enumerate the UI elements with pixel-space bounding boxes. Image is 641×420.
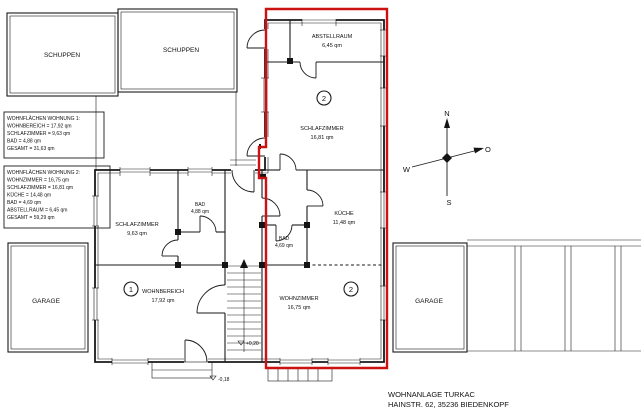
garage-right: [392, 242, 468, 353]
door-arc: [199, 215, 217, 233]
area-table-1-line: WOHNFLÄCHEN WOHNUNG 1:: [7, 115, 80, 122]
area-table-2-line: KÜCHE = 14,48 qm: [7, 192, 51, 199]
compass-arrow-east: [473, 147, 484, 154]
room-area-wohnbereich: 17,92 qm: [152, 298, 175, 304]
compass-rose: N O S W: [403, 109, 491, 207]
area-table-2-line: WOHNZIMMER = 16,75 qm: [7, 178, 69, 184]
windows: [92, 19, 387, 365]
door-arc: [246, 29, 266, 49]
room-label-schuppen-left: SCHUPPEN: [44, 52, 80, 59]
compass-arrow-north: [444, 118, 450, 128]
room-area-schlafzimmer-2: 16,81 qm: [311, 135, 334, 141]
garage-bays: [467, 239, 641, 352]
area-table-2-line: SCHLAFZIMMER = 16,81 qm: [7, 185, 73, 191]
compass-label-west: W: [403, 165, 411, 174]
door-arc: [161, 239, 179, 257]
room-label-kueche: KÜCHE: [334, 210, 354, 217]
area-table-wohnung-2: WOHNFLÄCHEN WOHNUNG 2: WOHNZIMMER = 16,7…: [3, 165, 111, 229]
door-arc: [231, 169, 255, 193]
stair-direction-arrow: [240, 259, 248, 268]
building-outline: [94, 19, 385, 363]
room-label-garage-left: GARAGE: [32, 298, 60, 305]
title-address: HAINSTR. 62, 35236 BIEDENKOPF: [388, 400, 509, 409]
area-table-wohnung-1: WOHNFLÄCHEN WOHNUNG 1: WOHNBEREICH = 17,…: [3, 111, 105, 159]
door-arc: [184, 339, 208, 363]
unit-marker-1: 1: [129, 285, 133, 294]
area-table-2-line: ABSTELLRAUM = 6,45 qm: [7, 208, 67, 214]
door-arc: [275, 224, 293, 242]
unit-markers: 1 2 2: [123, 90, 359, 297]
room-labels: SCHUPPEN SCHUPPEN ABSTELLRAUM 6,45 qm SC…: [32, 34, 443, 311]
room-label-wohnzimmer: WOHNZIMMER: [279, 296, 318, 302]
level-entrance: -0,18: [218, 377, 230, 383]
wall-pillars: [175, 58, 310, 268]
room-label-bad-2: BAD: [279, 236, 290, 242]
door-arc: [261, 197, 281, 217]
room-area-bad-2: 4,69 qm: [275, 243, 293, 249]
garage-left: [7, 242, 89, 353]
compass-label-north: N: [444, 109, 449, 118]
door-arc: [306, 189, 324, 207]
area-table-1-line: SCHLAFZIMMER = 9,63 qm: [7, 131, 70, 137]
area-table-2-line: BAD = 4,69 qm: [7, 200, 41, 206]
compass-label-south: S: [446, 198, 451, 207]
room-label-schlafzimmer-1: SCHLAFZIMMER: [115, 222, 158, 228]
entry-stoop: [151, 361, 213, 379]
room-area-kueche: 11,48 qm: [333, 220, 356, 226]
level-marks: +0,20 -0,18: [209, 340, 259, 383]
room-label-wohnbereich: WOHNBEREICH: [142, 289, 184, 295]
room-label-schlafzimmer-2: SCHLAFZIMMER: [300, 126, 343, 132]
area-table-1-line: GESAMT = 31,63 qm: [7, 146, 55, 152]
door-arc: [299, 61, 317, 79]
room-label-abstellraum: ABSTELLRAUM: [312, 34, 353, 40]
courtyard-fences: [95, 92, 237, 170]
door-arc: [279, 153, 297, 171]
area-table-2-line: GESAMT = 59,29 qm: [7, 215, 55, 221]
apartment2-highlight-outline: [257, 7, 389, 370]
room-area-bad-1: 4,88 qm: [191, 209, 209, 215]
unit-marker-2-schlafzimmer: 2: [322, 94, 326, 103]
stairs: [227, 259, 261, 352]
room-area-wohnzimmer: 16,75 qm: [288, 305, 311, 311]
room-label-schuppen-right: SCHUPPEN: [163, 47, 199, 54]
title-project: WOHNANLAGE TURKAC: [388, 390, 476, 399]
area-table-1-line: WOHNBEREICH = 17,92 qm: [7, 124, 72, 130]
title-block: WOHNANLAGE TURKAC HAINSTR. 62, 35236 BIE…: [388, 390, 509, 409]
doors: [161, 29, 324, 365]
area-table-2-line: WOHNFLÄCHEN WOHNUNG 2:: [7, 169, 80, 176]
compass-label-east: O: [485, 145, 491, 154]
level-stair: +0,20: [246, 341, 259, 347]
area-table-1-line: BAD = 4,88 qm: [7, 139, 41, 145]
room-area-schlafzimmer-1: 9,63 qm: [127, 231, 147, 237]
door-arc: [246, 137, 266, 157]
room-label-garage-right: GARAGE: [415, 298, 443, 305]
interior-walls: [95, 20, 384, 362]
compass-center: [442, 153, 452, 163]
door-arc: [196, 284, 226, 314]
apartment2-terrace: [267, 367, 333, 382]
room-area-abstellraum: 6,45 qm: [322, 43, 342, 49]
shed-right: [117, 8, 238, 93]
unit-marker-2-wohnzimmer: 2: [349, 285, 353, 294]
room-label-bad-1: BAD: [195, 202, 206, 208]
